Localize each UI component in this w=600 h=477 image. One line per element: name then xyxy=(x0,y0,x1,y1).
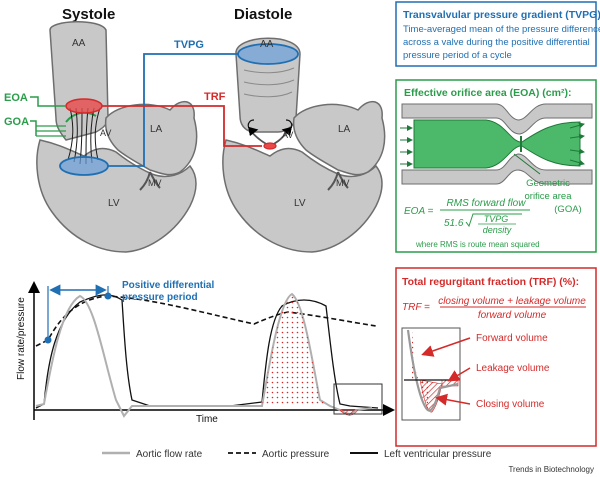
label-goa: GOA xyxy=(4,116,29,128)
tvpg-box-line1: Time-averaged mean of the pressure diffe… xyxy=(403,24,600,35)
tvpg-connector xyxy=(108,53,238,167)
legend-label-aortic-pressure: Aortic pressure xyxy=(262,449,330,460)
lv-pressure-curve xyxy=(35,294,379,409)
trf-definition-box: Total regurgitant fraction (TRF) (%): TR… xyxy=(395,267,597,447)
waveform-zoom-box xyxy=(333,383,383,415)
systole-label-lv: LV xyxy=(108,198,120,209)
systole-goa-lines xyxy=(36,125,66,137)
trf-formula-lhs: TRF = xyxy=(402,302,430,313)
systole-label-aa: AA xyxy=(72,38,86,49)
eoa-goa-pointer xyxy=(513,153,541,175)
eoa-definition-box: Effective orifice area (EOA) (cm²): Geom… xyxy=(395,79,597,253)
tvpg-box-line3: pressure period of a cycle xyxy=(403,50,512,61)
diastole-mitral-leaflets xyxy=(327,171,349,191)
eoa-connector xyxy=(30,96,66,107)
label-eoa: EOA xyxy=(4,92,28,104)
diastole-left-ventricle xyxy=(222,139,383,253)
eoa-goa-line1: Geometric xyxy=(526,178,570,189)
diastole-heart: Diastole AA AV LA MV LV xyxy=(222,6,386,253)
eoa-formula-den-den: density xyxy=(483,225,512,235)
systole-left-atrium xyxy=(104,100,198,176)
eoa-formula-coef: 51.6 xyxy=(444,218,464,229)
pdp-label-line2: pressure period xyxy=(122,292,198,303)
journal-credit: Trends in Biotechnology xyxy=(508,465,594,474)
leakage-volume-label: Leakage volume xyxy=(476,363,550,374)
waveform-plot: Flow rate/pressure Time Positive differe… xyxy=(16,280,395,425)
diastole-label-lv: LV xyxy=(294,198,306,209)
systole-label-la: LA xyxy=(150,124,163,135)
tvpg-box-title: Transvalvular pressure gradient (TVPG) (… xyxy=(403,9,600,21)
systole-lvot-ellipse xyxy=(59,156,109,176)
diastole-label-mv: MV xyxy=(336,178,350,188)
systole-label-mv: MV xyxy=(148,178,162,188)
legend: Aortic flow rate Aortic pressure Left ve… xyxy=(102,449,492,460)
eoa-jet-arrows xyxy=(400,122,585,167)
tvpg-definition-box: Transvalvular pressure gradient (TVPG) (… xyxy=(395,1,600,67)
closing-volume-arrow xyxy=(435,393,471,406)
trf-formula-numerator: closing volume + leakage volume xyxy=(438,296,586,307)
leakage-volume-arrow xyxy=(447,367,471,382)
forward-volume-label: Forward volume xyxy=(476,333,548,344)
systole-mitral-leaflets xyxy=(139,171,161,191)
forward-volume-dots xyxy=(262,294,330,406)
eoa-goa-line3: (GOA) xyxy=(554,204,581,215)
diastole-label-av: AV xyxy=(282,130,293,140)
eoa-goa-line2: orifice area xyxy=(525,191,573,202)
eoa-vessel-wall-top xyxy=(401,103,593,135)
diastole-regurgitant-ellipse xyxy=(263,142,277,150)
diastole-title: Diastole xyxy=(234,6,292,23)
forward-volume-arrow xyxy=(421,337,471,357)
diastole-label-la: LA xyxy=(338,124,351,135)
eoa-formula-numerator: RMS forward flow xyxy=(447,198,527,209)
eoa-formula-lhs: EOA = xyxy=(404,206,434,217)
diastole-aorta-striations xyxy=(243,67,295,98)
diastole-vortex-left xyxy=(247,119,259,137)
tvpg-box-line2: across a valve during the positive diffe… xyxy=(403,37,590,48)
label-trf: TRF xyxy=(204,91,226,103)
systole-eoa-ellipse xyxy=(65,98,103,114)
eoa-box-title: Effective orifice area (EOA) (cm²): xyxy=(404,87,571,99)
diastole-vortex-right xyxy=(281,119,293,137)
systole-label-av: AV xyxy=(100,128,111,138)
eoa-formula-den-num: TVPG xyxy=(484,214,509,224)
closing-volume-label: Closing volume xyxy=(476,399,545,410)
legend-label-aortic-flow: Aortic flow rate xyxy=(136,449,203,460)
trf-box-title: Total regurgitant fraction (TRF) (%): xyxy=(402,276,579,288)
goa-connector xyxy=(30,120,37,136)
eoa-footnote: where RMS is route mean squared xyxy=(415,240,540,249)
pdp-label-line1: Positive differential xyxy=(122,280,214,291)
diastole-label-aa: AA xyxy=(260,39,274,50)
waveform-xlabel: Time xyxy=(196,414,218,425)
waveform-ylabel: Flow rate/pressure xyxy=(16,297,27,380)
trf-connector xyxy=(102,105,262,147)
systole-title: Systole xyxy=(62,6,115,23)
eoa-flow-jet xyxy=(413,119,581,169)
trf-formula-denominator: forward volume xyxy=(478,310,547,321)
systole-heart: Systole EOA GOA AA AV LA MV xyxy=(4,6,198,253)
eoa-formula-sqrt xyxy=(465,213,522,228)
legend-label-lv-pressure: Left ventricular pressure xyxy=(384,449,492,460)
label-tvpg: TVPG xyxy=(174,39,204,51)
eoa-vessel-wall-bottom xyxy=(401,153,593,185)
